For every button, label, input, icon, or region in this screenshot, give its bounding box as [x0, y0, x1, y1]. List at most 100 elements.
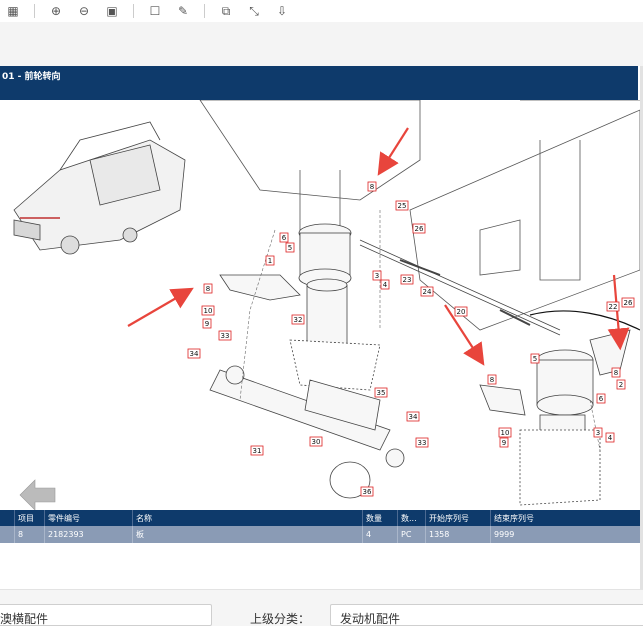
zoom-in-icon[interactable]: ⊕ — [50, 4, 62, 18]
download-icon[interactable]: ⇩ — [276, 4, 288, 18]
callout-box[interactable] — [415, 437, 429, 448]
callout-number[interactable]: 4 — [383, 281, 388, 289]
vertical-scrollbar[interactable] — [640, 66, 643, 589]
callout-number[interactable]: 33 — [418, 439, 427, 447]
callout-number[interactable]: 5 — [533, 355, 537, 363]
callout-box[interactable] — [367, 181, 377, 192]
callout-box[interactable] — [360, 486, 374, 497]
callout-box[interactable] — [530, 353, 540, 364]
callout-number[interactable]: 23 — [403, 276, 412, 284]
callout-number[interactable]: 6 — [599, 395, 604, 403]
callout-box[interactable] — [395, 200, 409, 211]
callout-number[interactable]: 4 — [608, 434, 613, 442]
callout-box[interactable] — [616, 379, 626, 390]
edit-icon[interactable]: ✎ — [177, 4, 189, 18]
callout-box[interactable] — [606, 301, 620, 312]
callout-number[interactable]: 32 — [294, 316, 303, 324]
col-unit[interactable]: 数... — [397, 510, 425, 526]
callout-number[interactable]: 35 — [377, 389, 386, 397]
col-qty[interactable]: 数量 — [362, 510, 397, 526]
callout-number[interactable]: 33 — [221, 332, 230, 340]
table-empty-area — [0, 547, 640, 589]
zoom-out-icon[interactable]: ⊖ — [78, 4, 90, 18]
callout-number[interactable]: 10 — [204, 307, 213, 315]
callout-number[interactable]: 8 — [614, 369, 618, 377]
page-title-bar: 01 - 前轮转向 — [0, 66, 638, 100]
back-arrow-icon — [19, 479, 56, 510]
callout-number[interactable]: 2 — [619, 381, 623, 389]
col-name[interactable]: 名称 — [132, 510, 362, 526]
callout-number[interactable]: 26 — [624, 299, 633, 307]
callout-box[interactable] — [250, 445, 264, 456]
callout-number[interactable]: 1 — [268, 257, 272, 265]
callout-box[interactable] — [605, 432, 615, 443]
callout-number[interactable]: 34 — [190, 350, 199, 358]
tie-rod — [359, 239, 640, 336]
callout-box[interactable] — [498, 427, 512, 438]
parent-category-label: 上级分类： — [250, 612, 311, 626]
callout-box[interactable] — [187, 348, 201, 359]
callout-number[interactable]: 36 — [363, 488, 372, 496]
callout-box[interactable] — [487, 374, 497, 385]
callout-number[interactable]: 3 — [596, 429, 600, 437]
table-header: 项目 零件编号 名称 数量 数... 开始序列号 结束序列号 — [0, 510, 640, 526]
table-row[interactable]: 8 2182393 板 4 PC 1358 9999 — [0, 526, 640, 543]
callout-number[interactable]: 24 — [423, 288, 432, 296]
callout-box[interactable] — [309, 436, 323, 447]
callout-number[interactable]: 22 — [609, 303, 618, 311]
callout-number[interactable]: 10 — [501, 429, 510, 437]
callout-number[interactable]: 25 — [398, 202, 407, 210]
callout-box[interactable] — [372, 270, 382, 281]
callout-box[interactable] — [611, 367, 621, 378]
toolbar-divider — [204, 4, 205, 18]
callout-box[interactable] — [596, 393, 606, 404]
callout-number[interactable]: 8 — [490, 376, 494, 384]
right-spindle — [479, 329, 631, 506]
grid-icon[interactable]: ▦ — [7, 4, 19, 18]
callout-number[interactable]: 9 — [502, 439, 506, 447]
col-start-serial[interactable]: 开始序列号 — [425, 510, 490, 526]
callout-box[interactable] — [265, 255, 275, 266]
callout-box[interactable] — [285, 242, 295, 253]
callout-number[interactable]: 30 — [312, 438, 321, 446]
callout-box[interactable] — [420, 286, 434, 297]
callout-box[interactable] — [412, 223, 426, 234]
callout-box[interactable] — [201, 305, 215, 316]
callout-box[interactable] — [593, 427, 603, 438]
callout-box[interactable] — [406, 411, 420, 422]
callout-box[interactable] — [203, 283, 213, 294]
callout-box[interactable] — [218, 330, 232, 341]
callout-number[interactable]: 34 — [409, 413, 418, 421]
callout-number[interactable]: 8 — [206, 285, 210, 293]
col-part-number[interactable]: 零件编号 — [44, 510, 132, 526]
highlight-arrows — [127, 127, 630, 366]
callout-box[interactable] — [374, 387, 388, 398]
callout-box[interactable] — [454, 306, 468, 317]
callout-number[interactable]: 26 — [415, 225, 424, 233]
callout-number[interactable]: 31 — [253, 447, 262, 455]
callout-box[interactable] — [291, 314, 305, 325]
callout-box[interactable] — [202, 318, 212, 329]
callout-number[interactable]: 9 — [205, 320, 209, 328]
fit-icon[interactable]: ▣ — [106, 4, 118, 18]
callout-box[interactable] — [499, 437, 509, 448]
callout-box[interactable] — [621, 297, 635, 308]
callout-number[interactable]: 5 — [288, 244, 292, 252]
callout-number[interactable]: 20 — [457, 308, 466, 316]
callout-number[interactable]: 3 — [375, 272, 379, 280]
callout-number[interactable]: 8 — [370, 183, 374, 191]
copy-icon[interactable]: ⧉ — [221, 4, 231, 18]
callout-number[interactable]: 6 — [282, 234, 287, 242]
callout-box[interactable] — [380, 279, 390, 290]
col-end-serial[interactable]: 结束序列号 — [490, 510, 640, 526]
fullscreen-icon[interactable]: ⤡ — [249, 4, 259, 18]
cell-part-number: 2182393 — [44, 526, 132, 543]
col-item[interactable]: 项目 — [14, 510, 44, 526]
cell-qty: 4 — [362, 526, 397, 543]
toolbar-divider — [133, 4, 134, 18]
callout-box[interactable] — [400, 274, 414, 285]
viewer-toolbar: ▦ ⊕ ⊖ ▣ ☐ ✎ ⧉ ⤡ ⇩ — [0, 0, 643, 22]
callout-box[interactable] — [279, 232, 289, 243]
page-icon[interactable]: ☐ — [149, 4, 161, 18]
